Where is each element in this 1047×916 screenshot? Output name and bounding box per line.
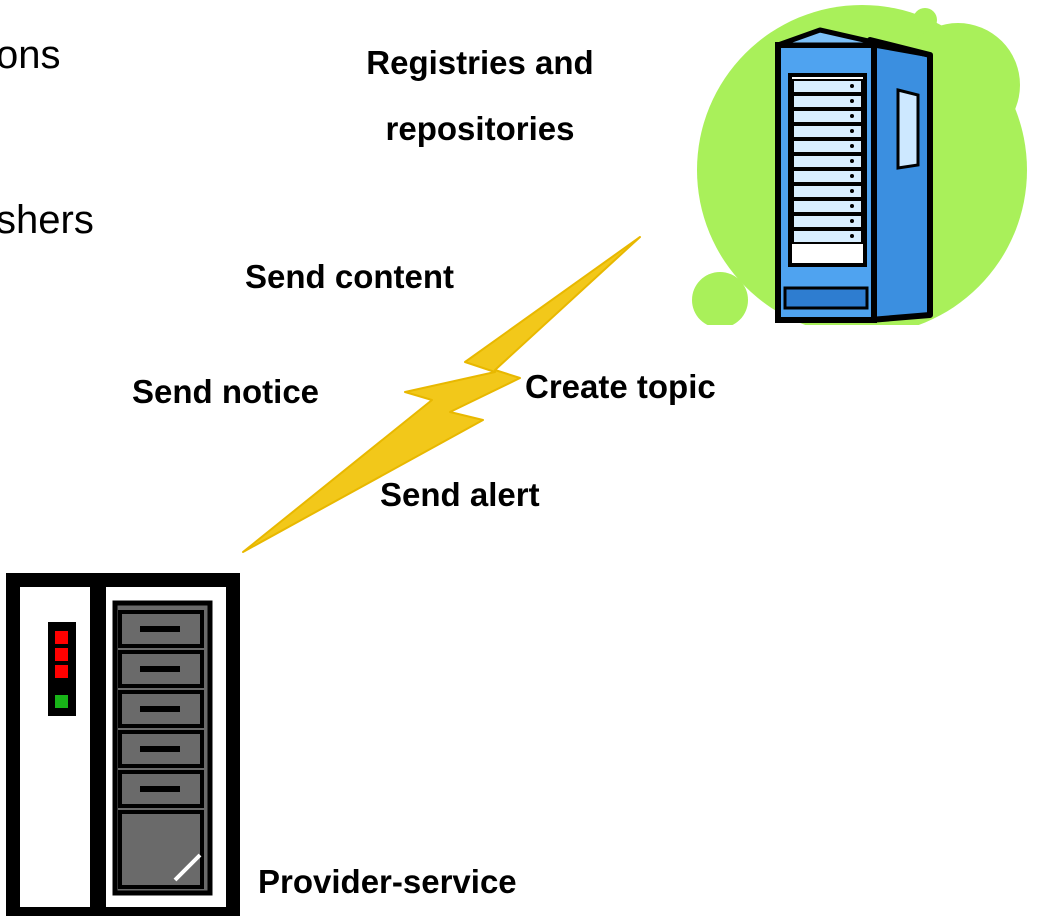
led-red-1 [55,631,68,644]
slide-text-line-1: ons [0,33,61,77]
registry-label-line-2: repositories [385,110,575,147]
action-send-notice: Send notice [132,373,320,410]
action-send-content: Send content [245,258,455,295]
led-green [55,695,68,708]
lightning-bolt-icon [242,236,641,553]
registry-label-line-1: Registries and [366,44,594,81]
action-send-alert: Send alert [380,476,540,513]
slide-text-line-2: shers [0,198,94,242]
led-red-3 [55,665,68,678]
server-rack-icon [775,27,933,323]
led-red-2 [55,648,68,661]
provider-service-label: Provider-service [258,863,517,900]
server-tower-icon [6,573,240,916]
action-create-topic: Create topic [525,368,716,405]
